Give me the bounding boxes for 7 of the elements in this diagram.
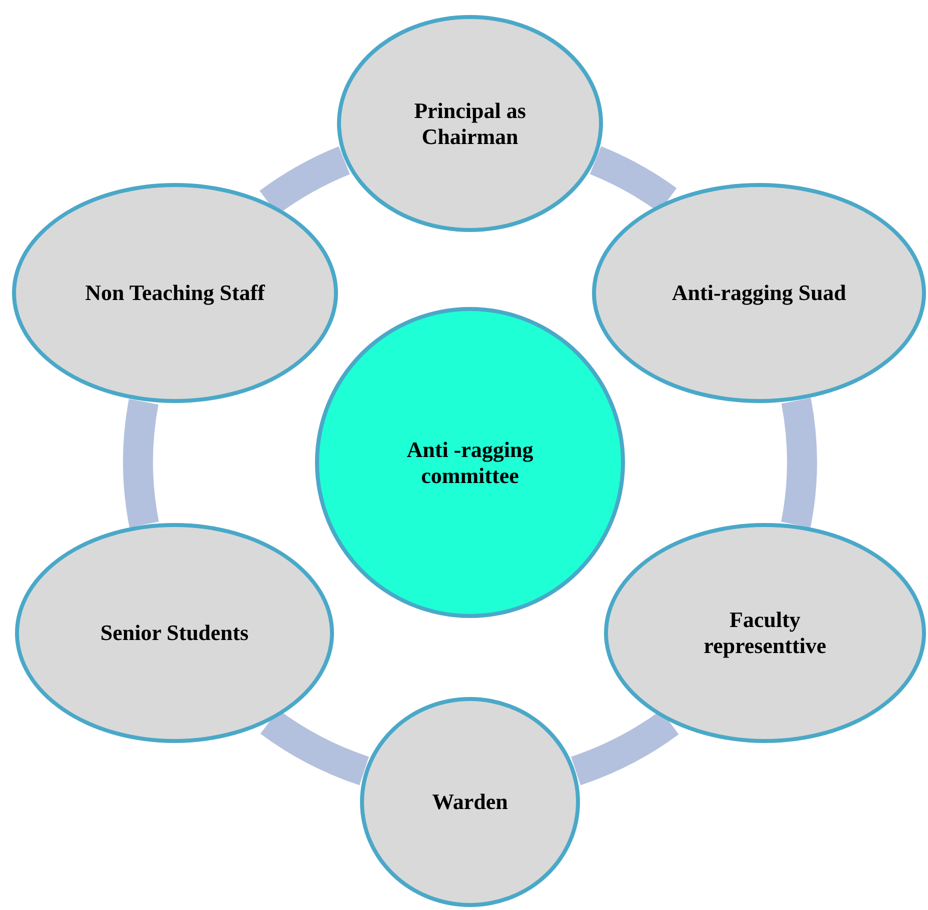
node-label: Anti-ragging Suad [672, 280, 846, 306]
node-label: Principal as Chairman [413, 98, 527, 150]
node-label: Warden [432, 789, 508, 815]
node-label: Senior Students [100, 620, 249, 646]
node-label: Anti -ragging committee [406, 436, 534, 488]
node-label: Non Teaching Staff [85, 280, 265, 306]
node-label: Faculty representtive [702, 607, 828, 659]
